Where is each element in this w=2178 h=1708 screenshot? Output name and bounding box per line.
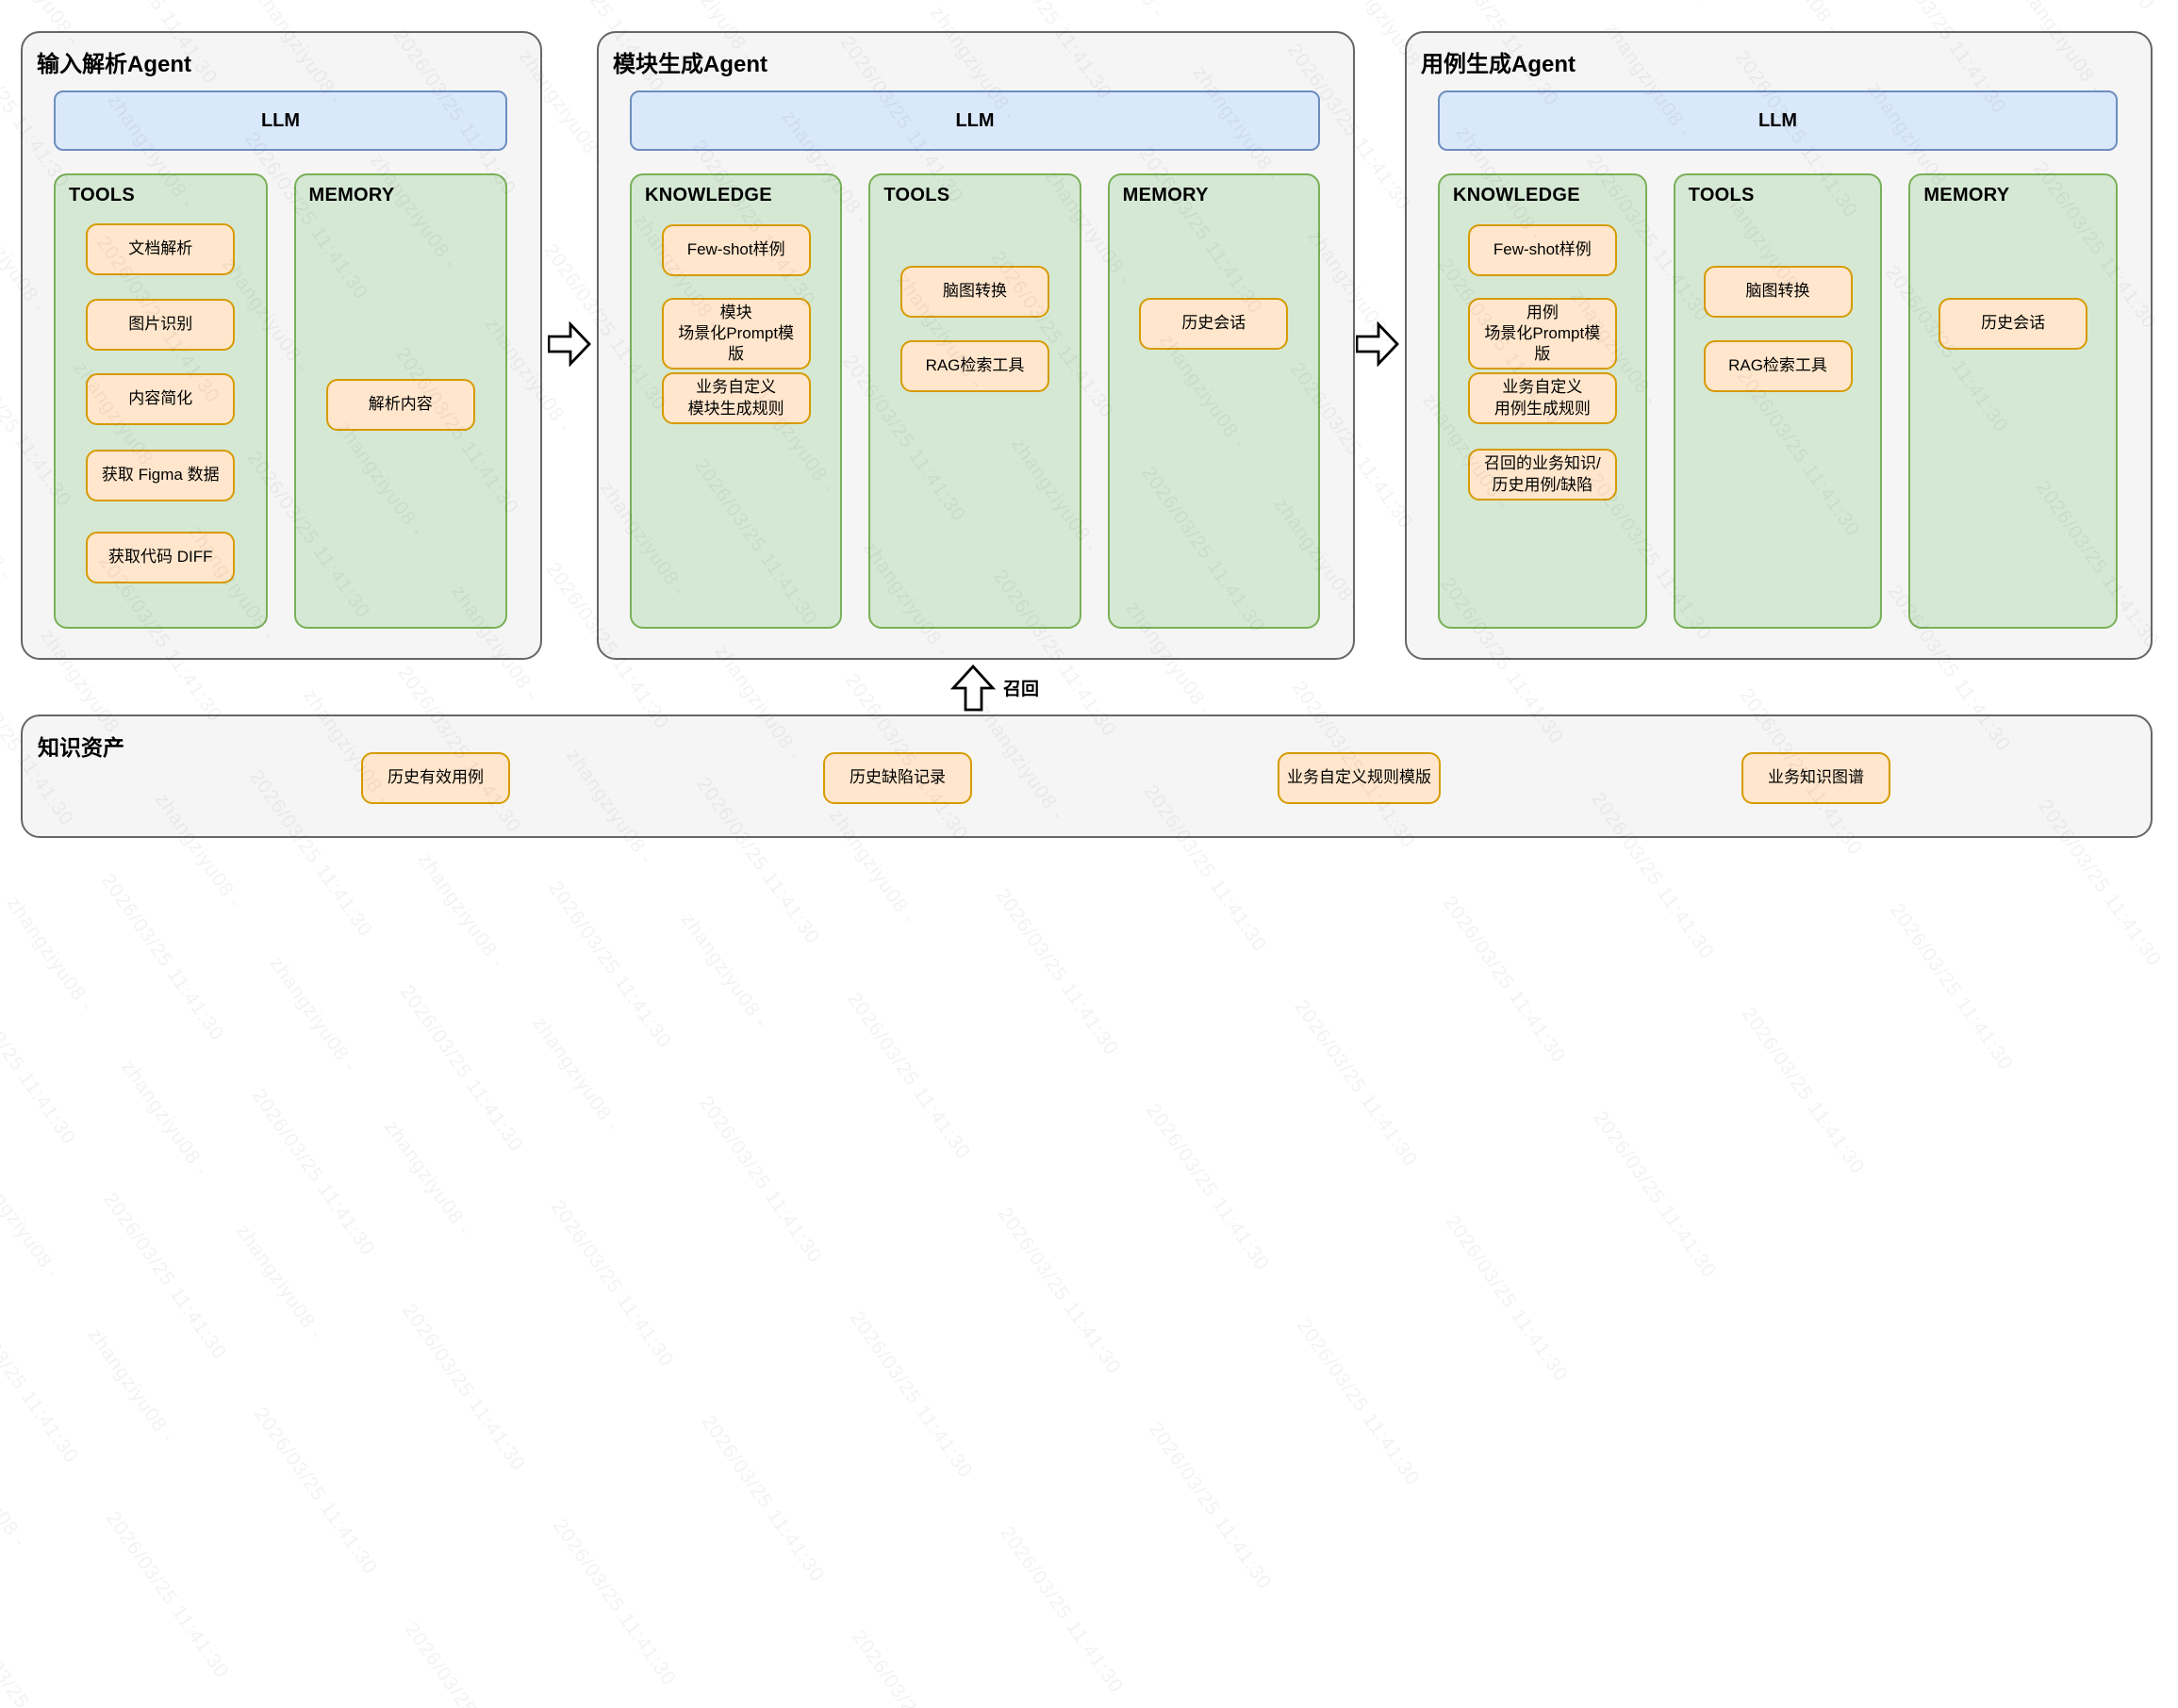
knowledge-item: Few-shot样例 (1467, 224, 1617, 276)
tool-item: 内容简化 (86, 373, 236, 425)
section-header: KNOWLEDGE (1453, 185, 1580, 205)
section-header: MEMORY (1923, 185, 2010, 205)
tool-item: 脑图转换 (899, 266, 1049, 318)
tool-item: RAG检索工具 (1703, 340, 1853, 392)
agent-panel-case-generation: 用例生成Agent LLM KNOWLEDGE Few-shot样例 用例 场景… (1405, 31, 2153, 660)
section-header: TOOLS (69, 185, 136, 205)
knowledge-item: 用例 场景化Prompt模版 (1467, 298, 1617, 370)
section-header: TOOLS (1688, 185, 1755, 205)
knowledge-item: Few-shot样例 (661, 224, 811, 276)
tool-item: 脑图转换 (1703, 266, 1853, 318)
agent-title: 模块生成Agent (613, 52, 767, 77)
llm-box: LLM (1438, 90, 2118, 151)
knowledge-item: 业务自定义 模块生成规则 (661, 372, 811, 424)
agent-title: 用例生成Agent (1421, 52, 1576, 77)
section-header: KNOWLEDGE (645, 185, 772, 205)
recall-up-arrow-icon (950, 665, 996, 712)
knowledge-assets-title: 知识资产 (38, 735, 124, 760)
llm-box: LLM (630, 90, 1320, 151)
section-knowledge: KNOWLEDGE Few-shot样例 用例 场景化Prompt模版 业务自定… (1438, 173, 1647, 629)
memory-item: 解析内容 (325, 379, 475, 431)
knowledge-item: 模块 场景化Prompt模版 (661, 298, 811, 370)
section-memory: MEMORY 历史会话 (1908, 173, 2119, 629)
llm-box: LLM (54, 90, 507, 151)
agent-panel-input-parsing: 输入解析Agent LLM TOOLS 文档解析 图片识别 内容简化 获取 Fi… (21, 31, 542, 660)
asset-item: 历史缺陷记录 (823, 752, 972, 804)
agent-title: 输入解析Agent (37, 52, 191, 77)
knowledge-item: 召回的业务知识/ 历史用例/缺陷 (1467, 449, 1617, 501)
knowledge-assets-panel: 知识资产 历史有效用例 历史缺陷记录 业务自定义规则模版 业务知识图谱 (21, 714, 2153, 838)
section-tools: TOOLS 脑图转换 RAG检索工具 (1673, 173, 1883, 629)
agent-columns: KNOWLEDGE Few-shot样例 用例 场景化Prompt模版 业务自定… (1438, 173, 2119, 629)
agent-columns: TOOLS 文档解析 图片识别 内容简化 获取 Figma 数据 获取代码 DI… (54, 173, 507, 629)
tool-item: 文档解析 (86, 223, 236, 275)
section-memory: MEMORY 历史会话 (1107, 173, 1320, 629)
memory-item: 历史会话 (1939, 298, 2088, 350)
section-tools: TOOLS 脑图转换 RAG检索工具 (868, 173, 1081, 629)
section-memory: MEMORY 解析内容 (293, 173, 507, 629)
asset-item: 业务知识图谱 (1741, 752, 1890, 804)
agent-columns: KNOWLEDGE Few-shot样例 模块 场景化Prompt模版 业务自定… (630, 173, 1320, 629)
recall-label: 召回 (1003, 680, 1040, 699)
asset-item: 历史有效用例 (361, 752, 510, 804)
section-header: MEMORY (308, 185, 395, 205)
tool-item: RAG检索工具 (899, 340, 1049, 392)
flow-right-arrow-icon (1356, 321, 1399, 367)
section-header: MEMORY (1122, 185, 1209, 205)
section-header: TOOLS (883, 185, 950, 205)
tool-item: 获取 Figma 数据 (86, 450, 236, 501)
section-tools: TOOLS 文档解析 图片识别 内容简化 获取 Figma 数据 获取代码 DI… (54, 173, 268, 629)
flow-right-arrow-icon (548, 321, 591, 367)
memory-item: 历史会话 (1139, 298, 1289, 350)
asset-item: 业务自定义规则模版 (1278, 752, 1441, 804)
tool-item: 获取代码 DIFF (86, 532, 236, 583)
agent-panel-module-generation: 模块生成Agent LLM KNOWLEDGE Few-shot样例 模块 场景… (597, 31, 1355, 660)
knowledge-item: 业务自定义 用例生成规则 (1467, 372, 1617, 424)
tool-item: 图片识别 (86, 299, 236, 351)
section-knowledge: KNOWLEDGE Few-shot样例 模块 场景化Prompt模版 业务自定… (630, 173, 843, 629)
